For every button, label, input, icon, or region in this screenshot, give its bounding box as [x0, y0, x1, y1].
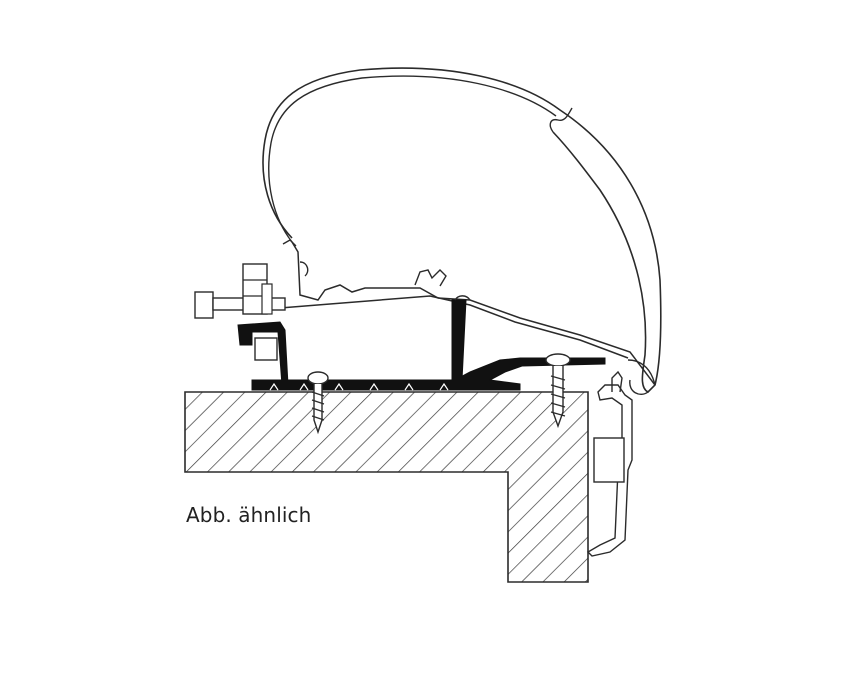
adapter-post	[451, 299, 467, 381]
profile-hook-left	[282, 239, 309, 277]
wall-section	[184, 391, 589, 583]
clamp-nut	[254, 337, 278, 361]
bolt-washer	[261, 283, 273, 315]
profile-crest	[414, 269, 447, 287]
cassette-lower-lip	[627, 359, 656, 396]
edge-profile	[586, 384, 633, 557]
bolt-head	[194, 291, 214, 319]
adapter-post-cap	[454, 295, 471, 301]
clamp-bracket	[237, 321, 289, 386]
cassette-hook	[549, 107, 573, 133]
screw-left	[307, 371, 329, 435]
awning-cassette-inner	[268, 75, 557, 243]
caption: Abb. ähnlich	[186, 503, 312, 527]
profile-arm-lower	[279, 295, 629, 359]
edge-insert	[593, 437, 625, 483]
adapter-rail-teeth	[269, 382, 449, 391]
screw-right	[545, 353, 571, 429]
awning-cassette-outer	[262, 67, 662, 393]
edge-clip	[611, 370, 623, 393]
profile-arm	[291, 241, 656, 386]
